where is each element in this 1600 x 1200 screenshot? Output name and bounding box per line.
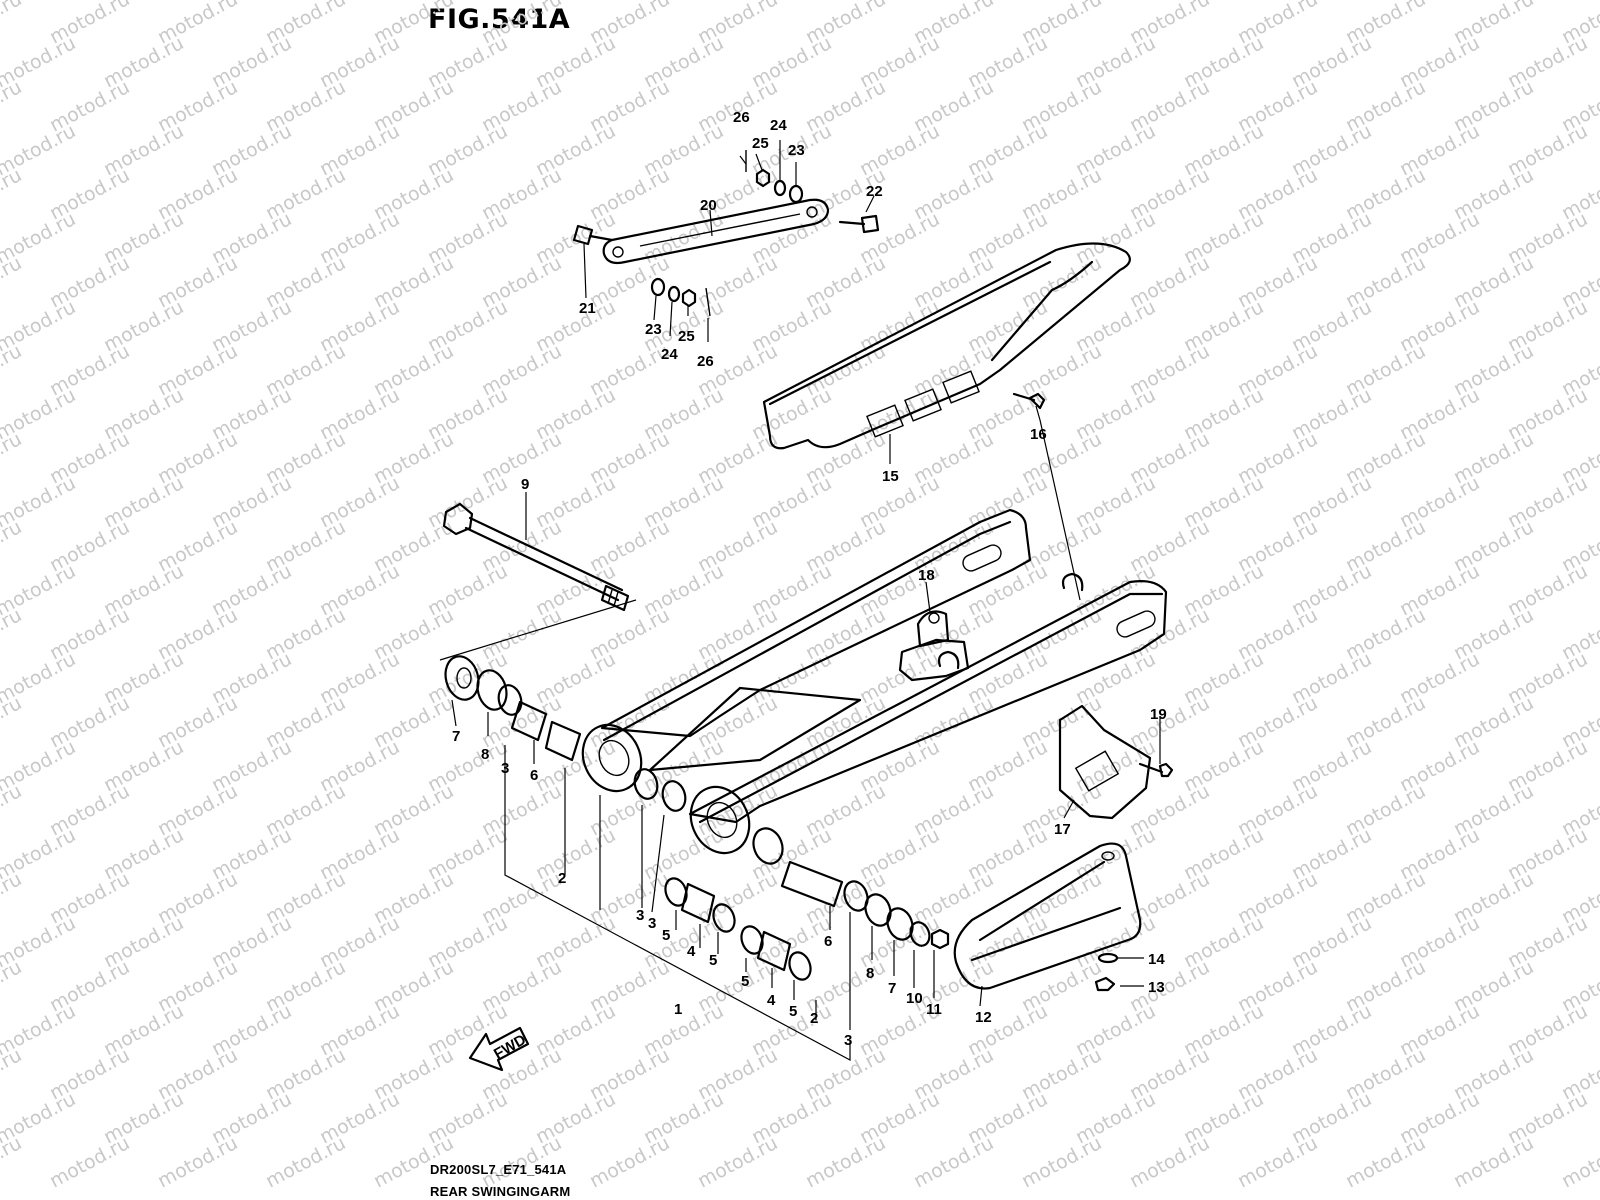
callout-3: 3 — [844, 1032, 852, 1049]
watermark-text: motod.ru — [0, 692, 25, 752]
watermark-text: motod.ru — [262, 1132, 349, 1192]
footer-diagram-name: REAR SWINGINGARM — [430, 1184, 571, 1199]
part-18-bracket — [898, 610, 970, 682]
callout-4: 4 — [767, 992, 776, 1009]
top-hardware — [650, 150, 804, 317]
watermark-text: motod.ru — [802, 1132, 889, 1192]
callout-3: 3 — [636, 907, 644, 924]
footer-diagram-code: DR200SL7_E71_541A — [430, 1162, 567, 1177]
watermark-text: motod.ru — [910, 1132, 997, 1192]
callout-26: 26 — [733, 109, 750, 126]
callout-8: 8 — [866, 965, 874, 982]
watermark-text: motod.ru — [0, 868, 25, 928]
callout-7: 7 — [452, 728, 460, 745]
callout-labels: 26 25 24 23 22 20 21 23 25 24 26 16 15 9… — [452, 109, 1167, 1049]
watermark-text: motod.ru — [0, 1044, 25, 1104]
callout-10: 10 — [906, 990, 923, 1007]
figure-title: FIG.541A — [428, 4, 571, 35]
callout-7: 7 — [888, 980, 896, 997]
watermark-text: motod.ru — [1450, 1132, 1537, 1192]
callout-18: 18 — [918, 567, 935, 584]
watermark-text: motod.ru — [0, 164, 25, 224]
watermark-text: motod.ru — [1234, 1132, 1321, 1192]
callout-5: 5 — [709, 952, 717, 969]
callout-2: 2 — [558, 870, 566, 887]
callout-3: 3 — [648, 915, 656, 932]
watermark-text: motod.ru — [1342, 1132, 1429, 1192]
part-21-bolt — [572, 224, 614, 246]
watermark-text: motod.ru — [1126, 1132, 1213, 1192]
watermark-text: motod.ru — [0, 1132, 25, 1192]
leader-lines — [439, 140, 1161, 1062]
callout-24: 24 — [661, 346, 678, 363]
callout-6: 6 — [530, 767, 538, 784]
part-20-link — [602, 198, 830, 265]
callout-3: 3 — [501, 760, 509, 777]
part-17-guide — [1058, 704, 1152, 820]
watermark-text: motod.ru — [586, 1132, 673, 1192]
part-16-screw — [1012, 392, 1046, 410]
watermark-text: motod.ru — [1558, 1132, 1600, 1192]
watermark-text: motod.ru — [0, 252, 25, 312]
swingarm-body — [581, 508, 1168, 855]
callout-5: 5 — [789, 1003, 797, 1020]
callout-25: 25 — [752, 135, 769, 152]
callout-5: 5 — [662, 927, 670, 944]
watermark-text: motod.ru — [154, 1132, 241, 1192]
callout-22: 22 — [866, 183, 883, 200]
callout-17: 17 — [1054, 821, 1071, 838]
watermark-text: motod.ru — [1018, 1132, 1105, 1192]
callout-16: 16 — [1030, 426, 1047, 443]
callout-4: 4 — [687, 943, 696, 960]
callout-26: 26 — [697, 353, 714, 370]
part-22-bolt — [838, 214, 880, 234]
callout-13: 13 — [1148, 979, 1165, 996]
watermark-text: motod.ru — [0, 428, 25, 488]
callout-11: 11 — [926, 1001, 942, 1018]
callout-6: 6 — [824, 933, 832, 950]
watermark-text: motod.ru — [0, 76, 25, 136]
watermark-text: motod.ru — [0, 780, 25, 840]
callout-23: 23 — [645, 321, 662, 338]
watermark-text: motod.ru — [0, 604, 25, 664]
watermark-text: motod.ru — [0, 516, 25, 576]
watermark-text: motod.ru — [0, 0, 25, 48]
callout-1: 1 — [674, 1001, 682, 1018]
callout-24: 24 — [770, 117, 787, 134]
callout-25: 25 — [678, 328, 695, 345]
callout-15: 15 — [882, 468, 899, 485]
callout-9: 9 — [521, 476, 529, 493]
left-seals-bushings — [444, 655, 687, 812]
watermark-text: motod.ru — [46, 1132, 133, 1192]
callout-12: 12 — [975, 1009, 992, 1026]
callout-8: 8 — [481, 746, 489, 763]
callout-21: 21 — [579, 300, 596, 317]
callout-5: 5 — [741, 973, 749, 990]
watermark-text: motod.ru — [0, 956, 25, 1016]
watermark-text: motod.ru — [694, 1132, 781, 1192]
part-15-chain-guard — [762, 242, 1131, 450]
lower-bearings — [664, 827, 950, 981]
callout-20: 20 — [700, 197, 717, 214]
callout-14: 14 — [1148, 951, 1165, 968]
part-12-chain-slider — [953, 842, 1142, 990]
callout-19: 19 — [1150, 706, 1167, 723]
part-9-pivot-shaft — [442, 502, 630, 612]
callout-2: 2 — [810, 1010, 818, 1027]
callout-23: 23 — [788, 142, 805, 159]
part-19-bolt — [1138, 762, 1174, 778]
watermark-text: motod.ru — [0, 340, 25, 400]
